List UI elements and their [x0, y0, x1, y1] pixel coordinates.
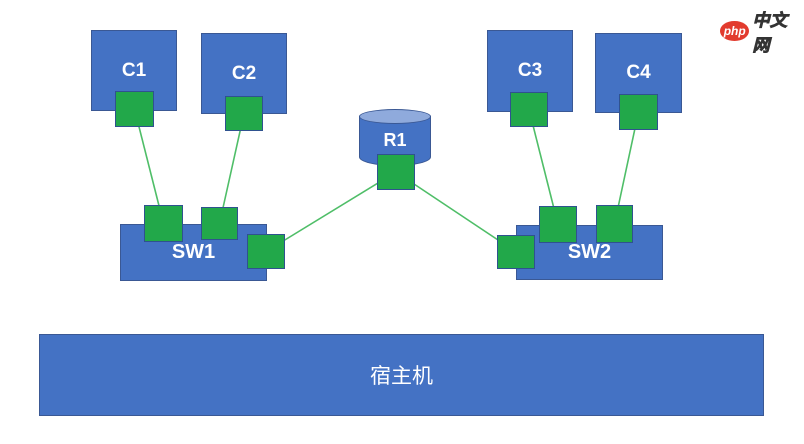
- site-logo-text: 中文网: [752, 11, 788, 56]
- node-sw2-label: SW2: [567, 241, 612, 263]
- port-sw1-1: [144, 205, 183, 242]
- port-sw2-middle: [539, 206, 577, 243]
- node-host-label: 宿主机: [370, 365, 433, 388]
- link-c1-sw1: [133, 108, 165, 224]
- link-c2-sw1: [218, 113, 245, 224]
- router-cylinder-body: R1: [359, 116, 431, 166]
- port-sw2-left: [497, 235, 535, 269]
- port-c3: [510, 92, 548, 127]
- node-sw1-label: SW1: [171, 241, 216, 263]
- node-c4-label: C4: [626, 62, 651, 83]
- node-c3-label: C3: [517, 60, 543, 81]
- port-r1: [377, 154, 415, 190]
- port-sw1-2: [201, 207, 238, 240]
- php-logo-icon: php: [720, 21, 750, 41]
- node-r1-router: R1: [359, 109, 431, 166]
- router-cylinder-top: [359, 109, 431, 124]
- node-host-machine: 宿主机: [39, 334, 764, 416]
- link-c3-sw2: [528, 109, 559, 225]
- site-logo: php 中文网: [720, 6, 804, 56]
- node-c2-label: C2: [231, 62, 257, 84]
- link-r1-sw2: [395, 171, 517, 253]
- port-sw2-right: [596, 205, 633, 243]
- port-c1: [115, 91, 154, 127]
- link-r1-sw1: [265, 171, 397, 253]
- php-logo-text: php: [723, 24, 746, 38]
- port-c2: [225, 96, 263, 131]
- port-c4: [619, 94, 658, 130]
- port-sw1-3: [247, 234, 285, 269]
- node-r1-label: R1: [383, 130, 407, 150]
- node-c1-label: C1: [121, 59, 147, 81]
